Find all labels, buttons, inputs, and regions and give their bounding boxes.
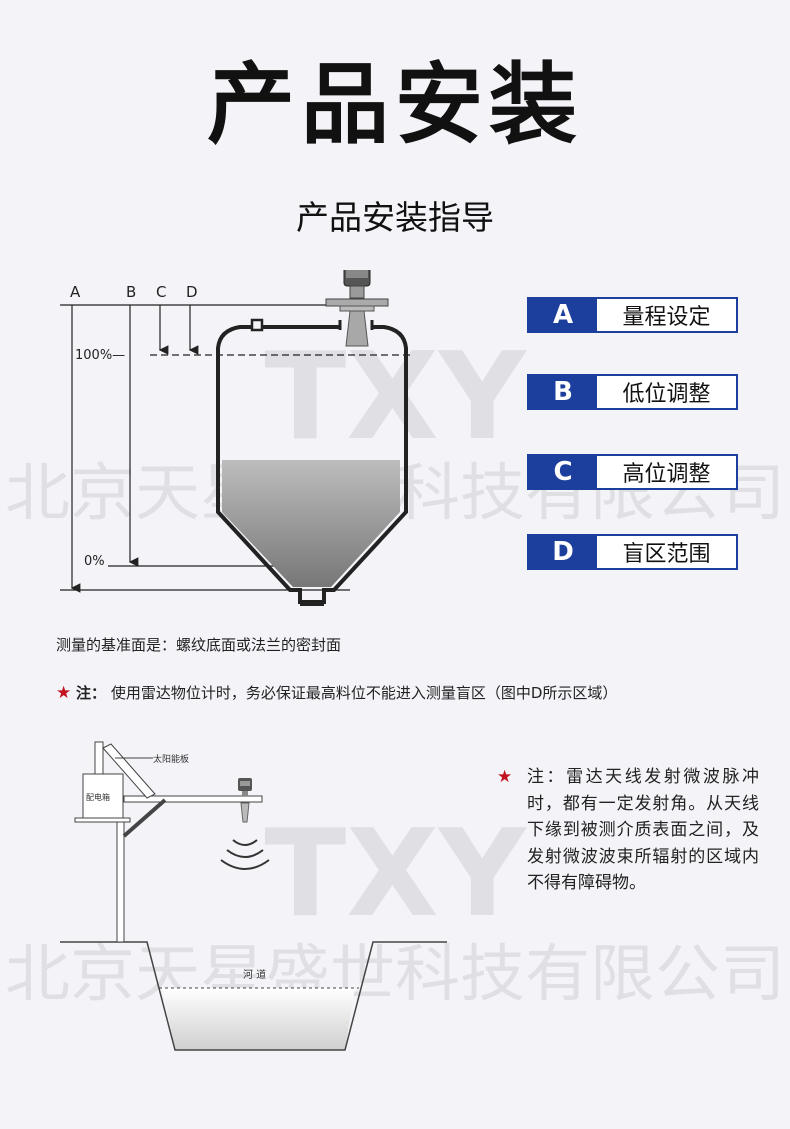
solar-panel-label: 太阳能板 [153,753,189,765]
level-0-label: 0% [84,554,105,569]
support-pole [116,819,125,943]
wave-icon [220,839,270,870]
legend-label-d: 盲区范围 [622,542,711,567]
legend-item-a: A 量程设定 [527,297,738,333]
legend-letter-b: B [529,376,597,408]
star-icon: ★ [497,767,513,787]
support-arm [123,795,263,803]
label-b: B [126,283,136,301]
river-water [162,988,355,1050]
warning-text: 使用雷达物位计时，务必保证最高料位不能进入测量盲区（图中D所示区域） [110,684,618,702]
radar-sensor-icon [325,270,389,347]
antenna-note-text: 注：雷达天线发射微波脉冲时，都有一定发射角。从天线下缘到被测介质表面之间，及发射… [527,767,759,893]
material-fill [222,460,400,587]
warning-note: ★ 注： 使用雷达物位计时，务必保证最高料位不能进入测量盲区（图中D所示区域） [56,682,617,703]
river-channel [60,941,447,1051]
label-c: C [156,283,166,301]
legend-letter-a: A [529,299,597,331]
legend-letter-c: C [529,456,597,488]
distribution-box-label: 配电箱 [86,792,110,802]
legend-letter-d: D [529,536,597,568]
label-d: D [186,283,198,301]
watermark-logo-top: TXY [264,328,527,467]
legend-item-c: C 高位调整 [527,454,738,490]
star-icon: ★ [56,683,72,703]
legend-item-d: D 盲区范围 [527,534,738,570]
radar-sensor-icon [238,778,252,823]
antenna-note: ★ 注：雷达天线发射微波脉冲时，都有一定发射角。从天线下缘到被测介质表面之间，及… [497,764,759,897]
legend-label-b: 低位调整 [622,382,711,407]
page-subtitle: 产品安装指导 [296,198,494,237]
legend-label-a: 量程设定 [622,305,711,330]
river-installation-diagram: 河 道 配电箱 太阳能板 [60,741,447,1051]
page-title: 产品安装 [206,53,583,156]
level-100-label: 100%— [75,348,125,363]
warning-label: 注： [76,684,107,702]
silo-diagram: A B C D 100%— 0% [60,270,410,606]
river-label: 河 道 [243,968,266,981]
reference-note: 测量的基准面是：螺纹底面或法兰的密封面 [56,636,342,654]
label-a: A [70,283,81,301]
watermark-company-bottom: 北京天星盛世科技有限公司 [5,937,785,1010]
legend-label-c: 高位调整 [622,462,711,487]
watermark-logo-bottom: TXY [264,805,527,944]
legend-item-b: B 低位调整 [527,374,738,410]
